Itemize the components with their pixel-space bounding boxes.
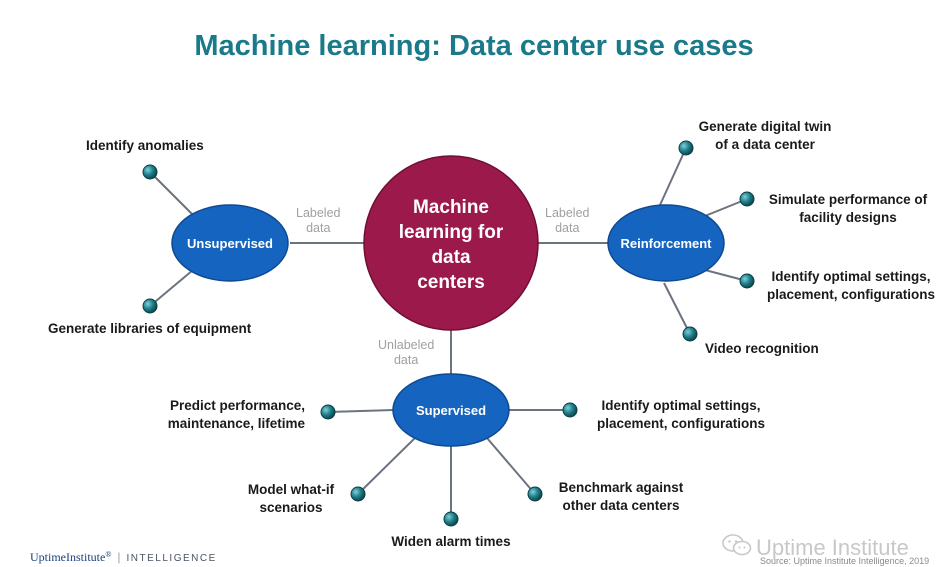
edge-model-what-if <box>357 437 416 495</box>
leaf-optimal-settings-r: Identify optimal settings, placement, co… <box>766 269 936 302</box>
supervised-label: Supervised <box>416 403 486 418</box>
dot-model-what-if <box>350 486 366 502</box>
watermark: Uptime Institute <box>722 534 909 562</box>
center-node-line-4: centers <box>417 272 485 293</box>
logo-separator: | <box>117 550 121 564</box>
leaf-video-recognition: Video recognition <box>705 341 819 356</box>
edge-label-right: Labeled data <box>545 206 590 235</box>
leaf-benchmark: Benchmark against other data centers <box>558 480 684 513</box>
edge-video-recognition <box>663 282 691 335</box>
supervised-node <box>392 373 510 447</box>
uptime-logo: UptimeInstitute® | INTELLIGENCE <box>30 550 217 565</box>
dot-video-recognition <box>682 326 698 342</box>
reinforcement-node <box>607 204 725 282</box>
edge-benchmark <box>486 437 536 495</box>
dot-predict-performance <box>320 404 336 420</box>
unsupervised-label: Unsupervised <box>187 236 273 251</box>
center-node-line-2: learning for <box>399 222 504 243</box>
leaf-widen-alarm: Widen alarm times <box>391 534 511 549</box>
leaf-identify-anomalies: Identify anomalies <box>86 138 204 153</box>
leaf-predict-performance: Predict performance, maintenance, lifeti… <box>167 398 305 431</box>
dot-generate-libraries <box>142 298 158 314</box>
dot-identify-anomalies <box>142 164 158 180</box>
dot-benchmark <box>527 486 543 502</box>
reinforcement-label: Reinforcement <box>620 236 712 251</box>
logo-trademark: ® <box>105 550 112 559</box>
edge-digital-twin <box>659 147 687 206</box>
edge-predict-performance <box>327 409 394 413</box>
edge-label-bottom: Unlabeled data <box>378 338 435 367</box>
logo-division: INTELLIGENCE <box>126 553 217 564</box>
dot-simulate-performance <box>739 191 755 207</box>
dot-optimal-settings-s <box>562 402 578 418</box>
center-node <box>363 155 539 331</box>
unsupervised-node <box>171 204 289 282</box>
dot-digital-twin <box>678 140 694 156</box>
watermark-text: Uptime Institute <box>756 535 909 561</box>
center-node-line-1: Machine <box>413 197 489 218</box>
logo-brand: UptimeInstitute <box>30 550 106 564</box>
dot-widen-alarm <box>443 511 459 527</box>
edge-generate-libraries <box>149 269 194 307</box>
leaf-simulate-performance: Simulate performance of facility designs <box>768 192 928 225</box>
edge-label-left: Labeled data <box>296 206 341 235</box>
leaf-model-what-if: Model what-if scenarios <box>247 482 335 515</box>
page-title: Machine learning: Data center use cases <box>194 30 754 62</box>
edge-identify-anomalies <box>149 171 196 218</box>
leaf-generate-libraries: Generate libraries of equipment <box>48 321 252 336</box>
leaf-dots <box>142 140 755 527</box>
center-node-line-3: data <box>431 247 471 268</box>
dot-optimal-settings-r <box>739 273 755 289</box>
wechat-icon <box>722 534 752 562</box>
edge-simulate-performance <box>704 198 748 217</box>
source-note: Source: Uptime Institute Intelligence, 2… <box>760 556 930 566</box>
leaf-digital-twin: Generate digital twin of a data center <box>698 119 832 152</box>
leaf-optimal-settings-s: Identify optimal settings, placement, co… <box>596 398 766 431</box>
